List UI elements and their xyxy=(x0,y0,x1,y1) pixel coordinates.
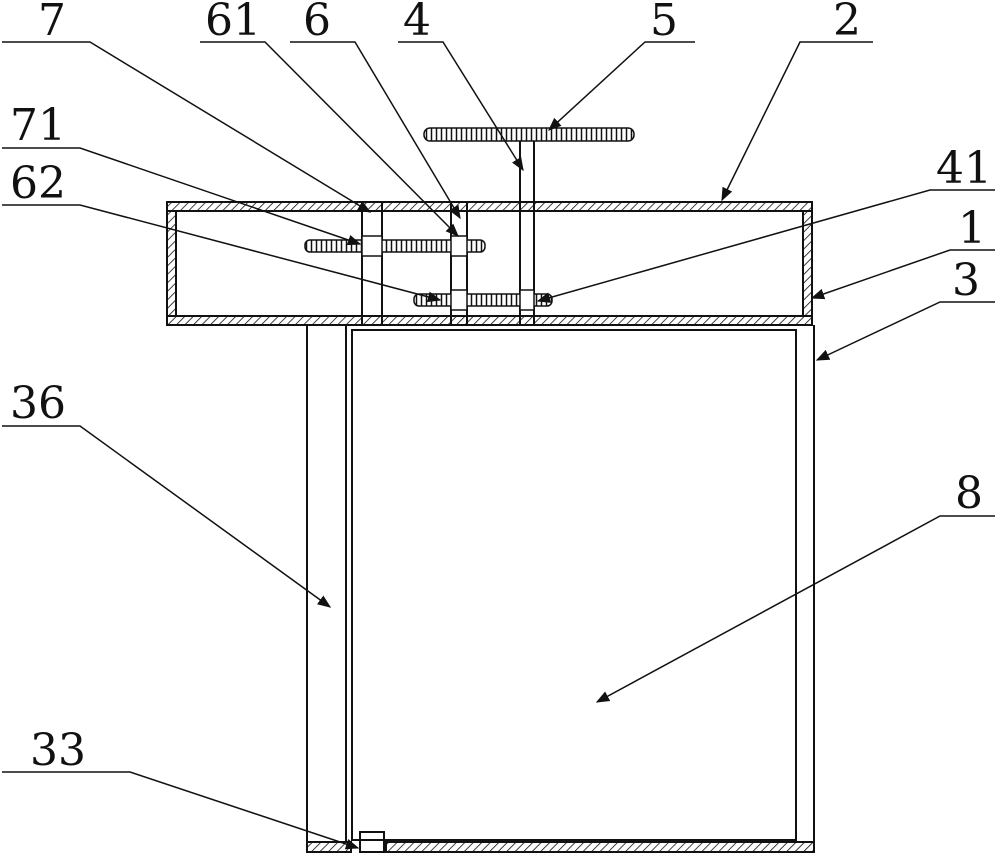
leader-36 xyxy=(2,425,332,608)
label-3: 3 xyxy=(952,255,980,306)
shaft-6 xyxy=(450,201,468,326)
gear-62 xyxy=(413,293,553,307)
label-61: 61 xyxy=(205,0,261,46)
plug-33 xyxy=(359,831,385,853)
leader-33 xyxy=(2,771,360,850)
label-71: 71 xyxy=(10,100,66,151)
housing-bottom-plate xyxy=(166,315,813,326)
leader-3 xyxy=(815,301,995,361)
leader-41 xyxy=(536,189,995,303)
leader-6 xyxy=(290,41,461,220)
gear-62-hub xyxy=(450,289,468,311)
leader-62 xyxy=(2,204,442,303)
gear-41-hub xyxy=(519,289,535,311)
gear-61-hub xyxy=(450,235,468,257)
label-2: 2 xyxy=(833,0,861,46)
container-8 xyxy=(351,329,797,841)
leader-2 xyxy=(721,41,873,202)
leader-7 xyxy=(2,41,372,213)
label-5: 5 xyxy=(650,0,678,46)
housing-top-plate xyxy=(166,201,813,212)
leader-lines xyxy=(2,41,995,850)
label-7: 7 xyxy=(38,0,66,46)
leader-4 xyxy=(398,41,524,172)
label-1: 1 xyxy=(958,203,986,254)
label-33: 33 xyxy=(30,725,86,776)
label-36: 36 xyxy=(10,378,66,429)
leader-61 xyxy=(200,41,459,237)
handwheel-5 xyxy=(423,127,635,142)
housing-left-wall xyxy=(166,210,177,317)
label-6: 6 xyxy=(303,0,331,46)
housing-right-wall xyxy=(802,210,813,317)
labels: 7 61 6 4 5 2 71 62 41 1 3 36 8 33 xyxy=(10,0,992,776)
shaft-7 xyxy=(361,201,383,326)
gears xyxy=(304,235,553,311)
base-right xyxy=(385,841,815,853)
top-housing xyxy=(166,201,813,326)
leader-5 xyxy=(548,41,695,131)
label-41: 41 xyxy=(936,143,992,194)
leader-1 xyxy=(810,249,995,300)
leader-71 xyxy=(2,147,362,246)
label-62: 62 xyxy=(10,158,66,209)
label-4: 4 xyxy=(403,0,431,46)
label-8: 8 xyxy=(955,468,983,519)
gear-71-hub xyxy=(361,235,383,257)
leader-8 xyxy=(595,515,995,703)
container-3 xyxy=(306,325,815,853)
